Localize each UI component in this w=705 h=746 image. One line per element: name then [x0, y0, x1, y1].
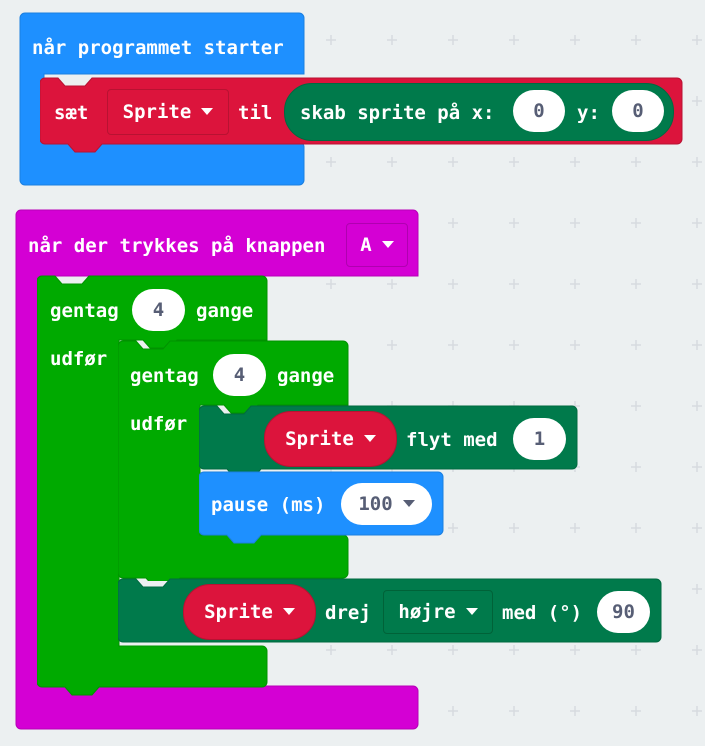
chevron-down-icon — [363, 434, 376, 442]
direction-value: højre — [398, 601, 456, 623]
move-variable-value: Sprite — [285, 428, 354, 450]
chevron-down-icon — [465, 607, 478, 615]
turn-variable-value: Sprite — [204, 601, 273, 623]
outer-repeat-times-input[interactable]: 4 — [132, 289, 185, 331]
move-variable-dropdown[interactable]: Sprite — [264, 411, 397, 467]
x-value-input[interactable]: 0 — [513, 90, 565, 132]
create-sprite-label: skab sprite på x: — [300, 102, 495, 124]
inner-repeat-times-label: gange — [277, 365, 335, 387]
inner-repeat-times-input[interactable]: 4 — [213, 354, 266, 396]
chevron-down-icon — [282, 607, 295, 615]
set-label: sæt — [54, 102, 89, 124]
outer-repeat-block[interactable] — [37, 274, 269, 698]
chevron-down-icon — [201, 107, 214, 115]
to-label: til — [238, 102, 273, 124]
turn-by-label: med (°) — [502, 602, 583, 624]
chevron-down-icon — [381, 240, 394, 248]
turn-variable-dropdown[interactable]: Sprite — [183, 584, 316, 640]
button-dropdown[interactable]: A — [346, 223, 408, 267]
inner-do-label: udfør — [130, 413, 188, 435]
variable-dropdown-value: Sprite — [122, 101, 192, 123]
direction-dropdown[interactable]: højre — [383, 590, 493, 634]
chevron-down-icon — [402, 499, 415, 507]
pause-duration-dropdown[interactable]: 100 — [341, 483, 432, 525]
pause-duration-value: 100 — [358, 493, 393, 515]
button-dropdown-value: A — [360, 234, 372, 256]
y-label: y: — [577, 102, 600, 124]
turn-label: drej — [325, 602, 371, 624]
inner-repeat-label: gentag — [130, 365, 199, 387]
variable-dropdown[interactable]: Sprite — [107, 89, 229, 135]
move-label: flyt med — [406, 429, 498, 451]
outer-repeat-times-label: gange — [196, 300, 254, 322]
move-value-input[interactable]: 1 — [513, 418, 566, 460]
on-start-label: når programmet starter — [32, 37, 284, 59]
outer-do-label: udfør — [50, 348, 108, 370]
outer-repeat-label: gentag — [50, 300, 119, 322]
create-sprite-block[interactable] — [284, 83, 674, 141]
turn-value-input[interactable]: 90 — [597, 591, 650, 633]
inner-repeat-block[interactable] — [118, 339, 350, 581]
on-button-label: når der trykkes på knappen — [28, 235, 326, 257]
y-value-input[interactable]: 0 — [612, 90, 664, 132]
pause-label: pause (ms) — [211, 494, 326, 516]
